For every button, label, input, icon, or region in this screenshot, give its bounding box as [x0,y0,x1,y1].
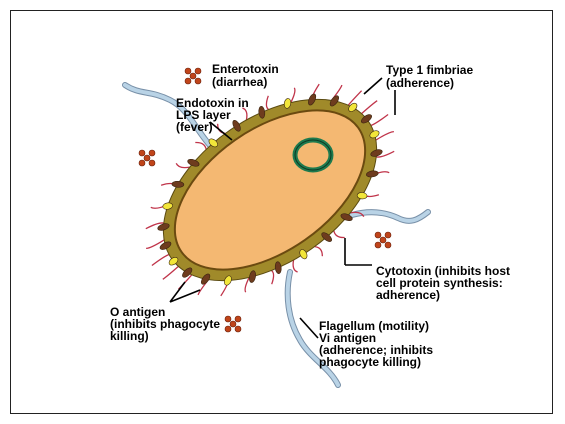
fimbria [163,266,179,279]
fimbria [176,163,190,167]
fimbria [266,96,268,110]
leader-flagellum [300,318,318,338]
toxin-dot [139,160,145,166]
toxin-dot [375,242,381,248]
toxin-dot [190,73,196,79]
fimbria [371,115,388,126]
label-o-antigen: O antigen (inhibits phagocyte killing) [110,305,223,343]
label-enterotoxin-line1: Enterotoxin [212,62,279,76]
toxin-molecule-icon [225,316,241,332]
leader-o-antigen [170,282,200,302]
leader-fimbriae [364,78,382,94]
label-flagellum: Flagellum (motility) Vi antigen (adheren… [319,319,436,369]
toxin-dot [380,237,386,243]
toxin-dot [385,232,391,238]
fimbria [291,88,295,103]
toxin-dot [225,326,231,332]
toxin-dot [195,78,201,84]
toxin-dot [385,242,391,248]
toxin-dot [149,150,155,156]
toxin-dot [139,150,145,156]
label-fimbriae: Type 1 fimbriae (adherence) [386,63,476,90]
toxin-molecule-icon [185,68,201,84]
fimbria [271,271,273,285]
toxin-dot [225,316,231,322]
toxin-dot [144,155,150,161]
fimbria [293,260,298,272]
fimbria [315,247,323,257]
label-endotoxin-line3: (fever) [176,120,213,134]
toxin-dot [375,232,381,238]
fimbria [362,101,378,114]
fimbria [334,231,345,238]
label-o-antigen-line3: killing) [110,329,149,343]
fimbria [152,255,169,266]
leader-cytotoxin [345,238,372,265]
label-cytotoxin: Cytotoxin (inhibits host cell protein sy… [376,264,513,302]
toxin-dot [235,316,241,322]
toxin-molecule-icon [375,232,391,248]
label-fimbriae-line1: Type 1 fimbriae [386,63,473,77]
fimbria [245,277,249,292]
toxin-dot [235,326,241,332]
label-enterotoxin-line2: (diarrhea) [212,75,267,89]
o-antigen-bump [172,181,184,188]
label-enterotoxin: Enterotoxin (diarrhea) [212,62,282,89]
toxin-dot [149,160,155,166]
label-cytotoxin-line3: adherence) [376,288,440,302]
toxin-dot [195,68,201,74]
toxin-dot [185,68,191,74]
toxin-dot [185,78,191,84]
toxin-molecule-icon [139,150,155,166]
label-flagellum-line4: phagocyte killing) [319,355,421,369]
toxin-dot [230,321,236,327]
label-fimbriae-line2: (adherence) [386,76,454,90]
